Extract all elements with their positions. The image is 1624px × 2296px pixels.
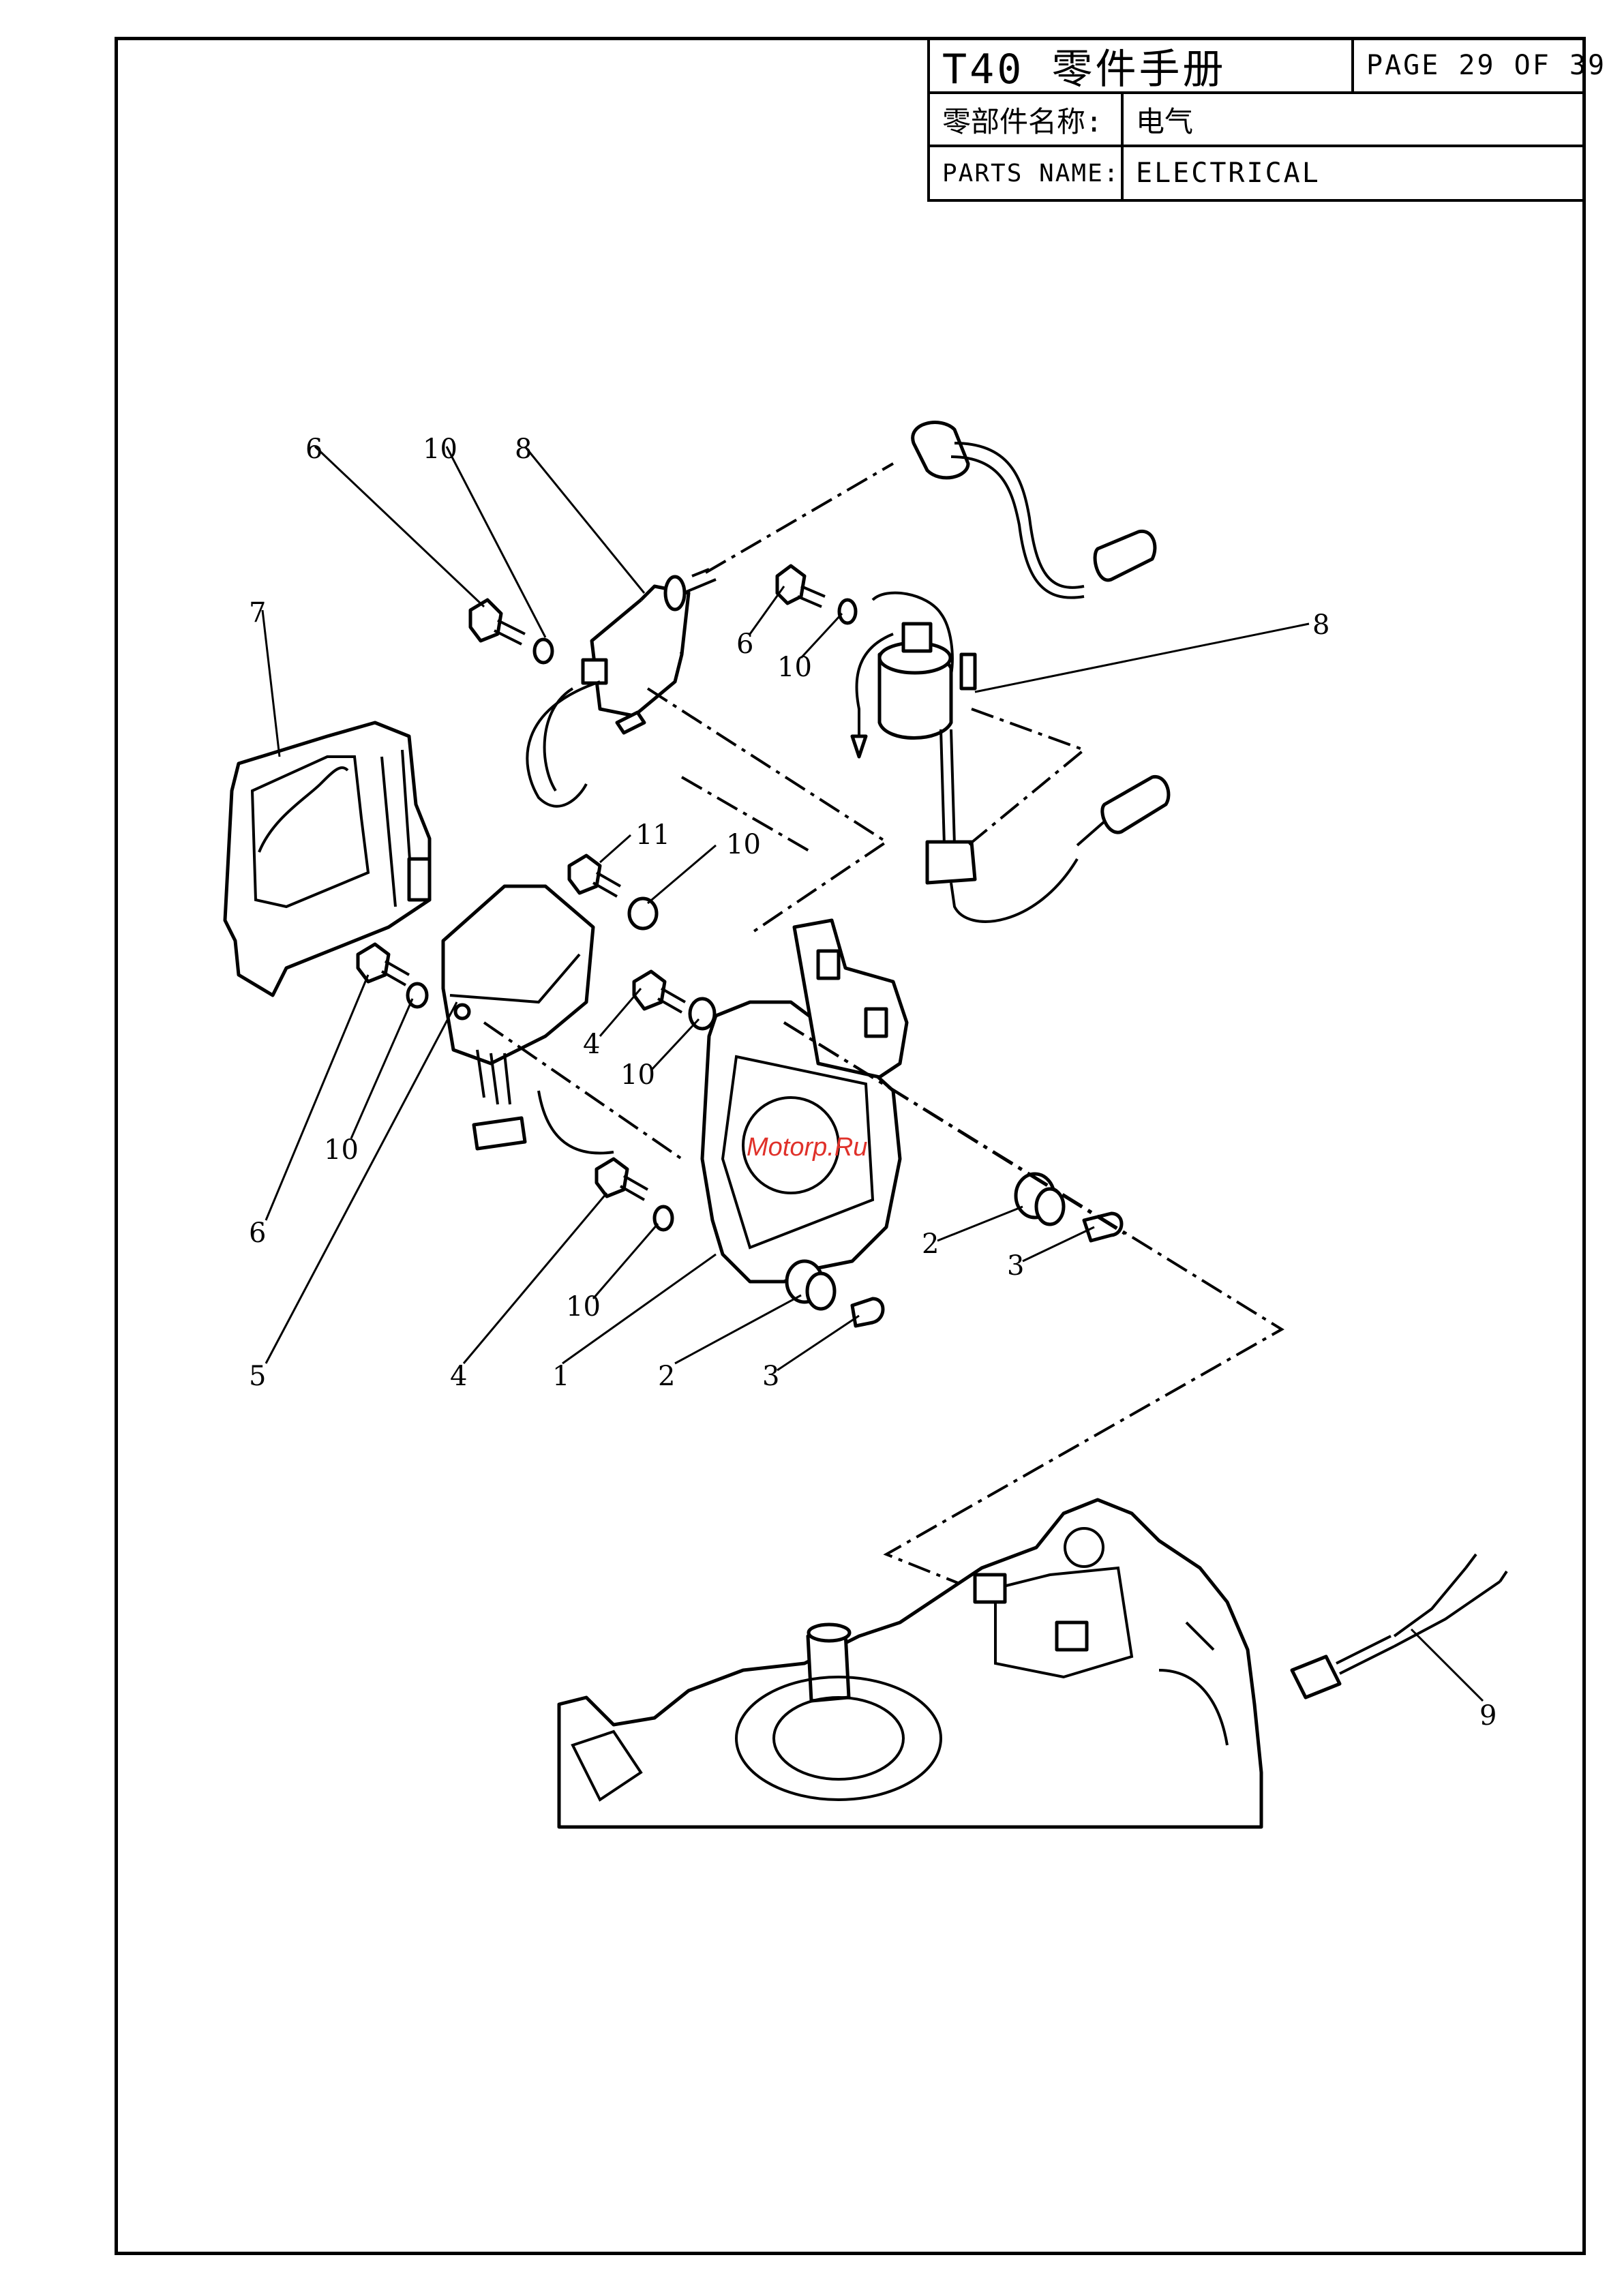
- callout-10: 10: [324, 1134, 359, 1166]
- stator-base-plate: [702, 920, 907, 1282]
- callout-2: 2: [658, 1361, 675, 1392]
- callout-10: 10: [566, 1291, 601, 1323]
- callout-6: 6: [249, 1218, 266, 1249]
- callout-10: 10: [777, 652, 812, 683]
- ignition-coil-lower: [852, 593, 1169, 922]
- callout-6: 6: [736, 629, 753, 660]
- callout-4: 4: [450, 1361, 467, 1392]
- temperature-sensor: [1292, 1554, 1507, 1697]
- rectifier-regulator: [443, 886, 614, 1153]
- engine-block: [559, 1500, 1261, 1827]
- callout-1: 1: [552, 1361, 569, 1392]
- callout-4: 4: [583, 1029, 600, 1060]
- electrical-cover: [225, 723, 430, 995]
- callout-5: 5: [249, 1361, 266, 1392]
- spark-plug-cap-upper: [913, 423, 1155, 598]
- callout-11: 11: [635, 819, 670, 851]
- callout-8: 8: [515, 434, 532, 465]
- callout-10: 10: [726, 829, 761, 860]
- coil-leader-dash: [706, 464, 893, 573]
- callout-9: 9: [1479, 1700, 1497, 1732]
- callout-8: 8: [1312, 609, 1329, 641]
- callout-2: 2: [922, 1228, 939, 1260]
- callout-3: 3: [1007, 1250, 1024, 1282]
- callout-7: 7: [249, 597, 266, 629]
- callout-10: 10: [423, 434, 457, 465]
- watermark: Motorp.Ru: [747, 1133, 867, 1162]
- callout-3: 3: [762, 1361, 779, 1392]
- callout-10: 10: [620, 1059, 655, 1091]
- callout-6: 6: [305, 434, 322, 465]
- ignition-coil-upper: [527, 569, 716, 806]
